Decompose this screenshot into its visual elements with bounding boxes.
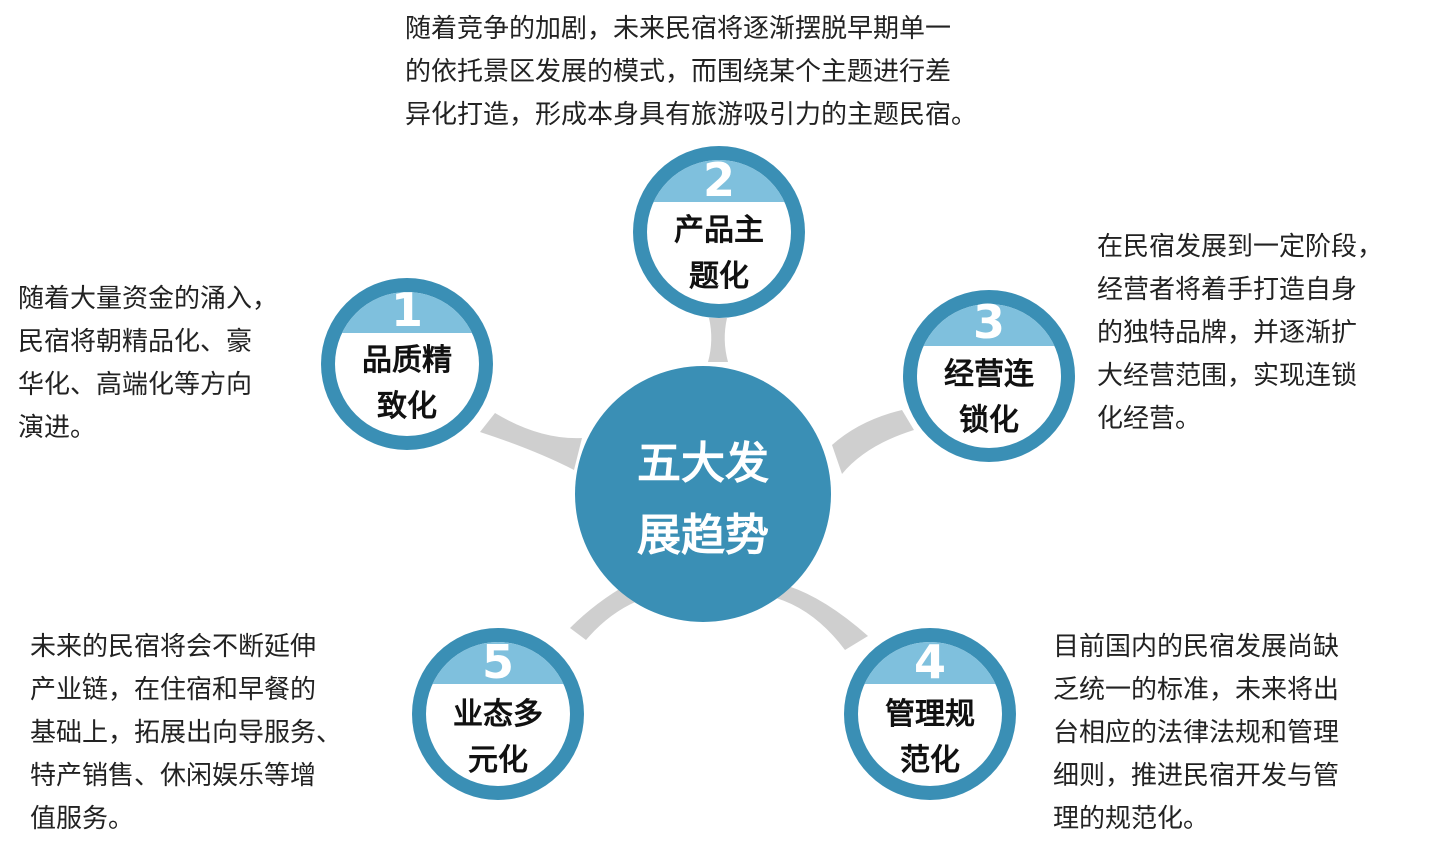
description-line: 细则，推进民宿开发与管: [1053, 761, 1340, 791]
description-line: 值服务。: [30, 804, 135, 834]
connector-5: [570, 584, 640, 640]
center-title-line-1: 五大发: [637, 438, 769, 489]
description-line: 乏统一的标准，未来将出: [1053, 675, 1340, 705]
node-number: 2: [703, 153, 735, 207]
trend-node-5: 5 业态多 元化: [412, 628, 584, 800]
description-line: 理的规范化。: [1053, 804, 1210, 834]
description-line: 异化打造，形成本身具有旅游吸引力的主题民宿。: [405, 100, 978, 130]
node-number: 4: [914, 635, 946, 689]
trend-node-4: 4 管理规 范化: [844, 628, 1016, 800]
description-line: 基础上，拓展出向导服务、: [30, 718, 343, 748]
node-title-line-2: 范化: [900, 743, 960, 778]
description-line: 的独特品牌，并逐渐扩: [1097, 318, 1358, 348]
node-title-line-2: 致化: [377, 389, 437, 424]
description-line: 未来的民宿将会不断延伸: [30, 632, 317, 662]
node-number: 5: [482, 635, 514, 689]
description-line: 产业链，在住宿和早餐的: [30, 675, 317, 705]
description-line: 经营者将着手打造自身: [1097, 275, 1358, 305]
description-line: 随着大量资金的涌入，: [18, 284, 279, 314]
description-line: 随着竞争的加剧，未来民宿将逐渐摆脱早期单一: [405, 14, 952, 44]
trend-1-description: 随着大量资金的涌入， 民宿将朝精品化、豪 华化、高端化等方向 演进。: [18, 278, 278, 450]
node-title-line-2: 题化: [689, 259, 749, 294]
connector-4: [776, 586, 868, 650]
description-line: 华化、高端化等方向: [18, 370, 253, 400]
trend-node-1: 1 品质精 致化: [321, 278, 493, 450]
trend-4-description: 目前国内的民宿发展尚缺 乏统一的标准，未来将出 台相应的法律法规和管理 细则，推…: [1053, 626, 1339, 841]
node-title-line-1: 经营连: [944, 357, 1035, 392]
connector-3: [832, 410, 914, 474]
description-line: 民宿将朝精品化、豪: [18, 327, 253, 357]
node-number: 1: [391, 283, 423, 337]
node-title-line-1: 业态多: [453, 697, 543, 732]
node-title-line-1: 产品主: [674, 213, 764, 248]
description-line: 的依托景区发展的模式，而围绕某个主题进行差: [405, 57, 952, 87]
description-line: 特产销售、休闲娱乐等增: [30, 761, 317, 791]
center-circle: [575, 366, 831, 622]
trend-node-2: 2 产品主 题化: [633, 146, 805, 318]
node-title-line-1: 管理规: [885, 697, 975, 732]
connector-2: [708, 318, 728, 362]
trend-5-description: 未来的民宿将会不断延伸 产业链，在住宿和早餐的 基础上，拓展出向导服务、 特产销…: [30, 626, 342, 841]
center-title-line-2: 展趋势: [637, 510, 769, 561]
node-number: 3: [973, 295, 1005, 349]
node-title-line-1: 品质精: [362, 343, 452, 378]
description-line: 大经营范围，实现连锁: [1097, 361, 1358, 391]
description-line: 目前国内的民宿发展尚缺: [1053, 632, 1340, 662]
connectors: [480, 318, 914, 650]
trend-node-3: 3 经营连 锁化: [903, 290, 1075, 462]
connector-1: [480, 413, 582, 470]
description-line: 在民宿发展到一定阶段，: [1097, 232, 1384, 262]
node-title-line-2: 元化: [468, 743, 528, 778]
description-line: 台相应的法律法规和管理: [1053, 718, 1340, 748]
trend-2-description: 随着竞争的加剧，未来民宿将逐渐摆脱早期单一 的依托景区发展的模式，而围绕某个主题…: [405, 8, 977, 137]
trend-3-description: 在民宿发展到一定阶段， 经营者将着手打造自身 的独特品牌，并逐渐扩 大经营范围，…: [1097, 226, 1383, 441]
center-node: 五大发 展趋势: [575, 366, 831, 622]
description-line: 演进。: [18, 413, 97, 443]
node-title-line-2: 锁化: [959, 403, 1019, 438]
description-line: 化经营。: [1097, 404, 1202, 434]
